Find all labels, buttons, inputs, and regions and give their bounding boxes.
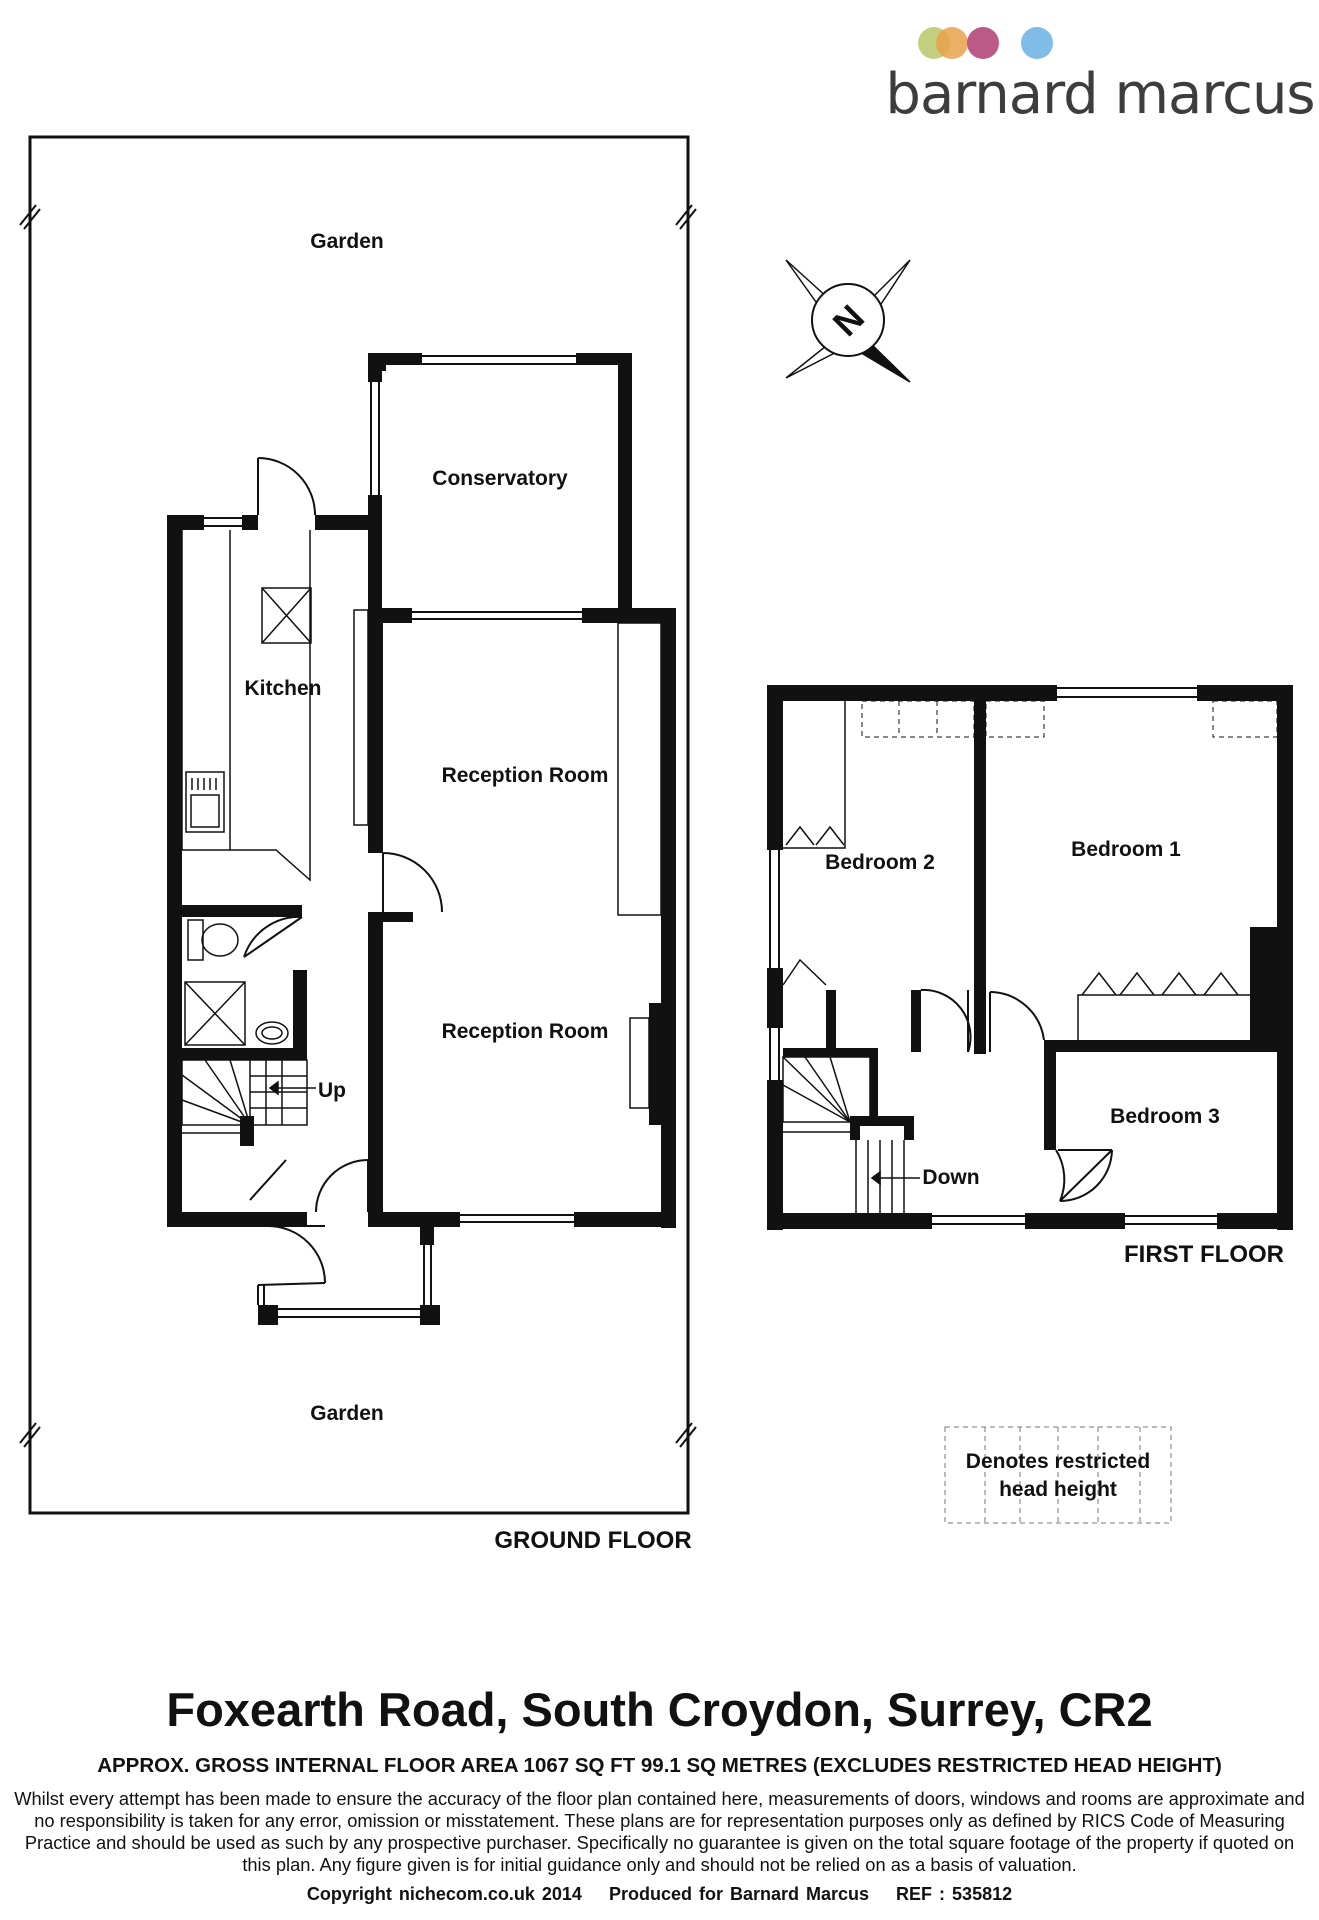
boundary-break-marks	[19, 204, 697, 1448]
produced-by-text: Produced for Barnard Marcus	[608, 1884, 870, 1904]
label-bedroom-3: Bedroom 3	[1110, 1105, 1220, 1128]
label-kitchen: Kitchen	[244, 677, 321, 700]
ground-floor-doors	[243, 457, 443, 1286]
legend: Denotes restricted head height	[944, 1426, 1172, 1524]
legend-text-line-1: Denotes restricted	[966, 1450, 1150, 1473]
label-bedroom-2: Bedroom 2	[825, 851, 935, 874]
label-stairs-up: Up	[318, 1079, 346, 1102]
label-bedroom-1: Bedroom 1	[1071, 838, 1181, 861]
property-title: Foxearth Road, South Croydon, Surrey, CR…	[166, 1683, 1153, 1736]
label-conservatory: Conservatory	[432, 467, 568, 490]
compass-ring	[811, 283, 885, 357]
first-floor-doors	[920, 988, 1113, 1202]
label-stairs-down: Down	[922, 1166, 979, 1189]
label-first-floor: FIRST FLOOR	[1124, 1241, 1284, 1268]
reference-text: REF : 535812	[896, 1884, 1013, 1904]
brand-logo: barnard marcus	[885, 27, 1316, 127]
floor-plan: barnard marcus	[19, 27, 1316, 1554]
ground-floor-windows	[169, 355, 582, 1318]
sink-drainer	[191, 778, 217, 790]
label-ground-floor: GROUND FLOOR	[494, 1527, 691, 1554]
label-reception-upper: Reception Room	[442, 764, 609, 787]
brand-dot-3	[967, 27, 999, 59]
copyright-text: Copyright nichecom.co.uk 2014	[306, 1884, 582, 1904]
first-floor-plan: Bedroom 2 Bedroom 1 Bedroom 3 Down FIRST…	[767, 685, 1293, 1268]
label-garden-top: Garden	[310, 230, 384, 253]
legend-restricted-swatch	[944, 1426, 1172, 1524]
disclaimer-text: Whilst every attempt has been made to en…	[14, 1788, 1305, 1875]
label-reception-lower: Reception Room	[442, 1020, 609, 1043]
first-floor-windows	[769, 687, 1217, 1225]
brand-name: barnard marcus	[885, 62, 1314, 127]
legend-text-line-2: head height	[999, 1478, 1117, 1501]
brand-dot-4	[1021, 27, 1053, 59]
label-garden-bottom: Garden	[310, 1402, 384, 1425]
credits-line: Copyright nichecom.co.uk 2014 Produced f…	[0, 1884, 1319, 1905]
first-floor-fixtures	[782, 701, 1250, 1213]
compass: N	[785, 259, 911, 383]
restricted-height-areas	[861, 700, 1278, 738]
brand-dot-2	[936, 27, 968, 59]
ground-floor-walls	[167, 353, 676, 1325]
ground-floor-fixtures	[181, 530, 662, 1134]
first-floor-walls	[767, 685, 1293, 1230]
ground-floor-plan: Garden Conservatory Kitchen Reception Ro…	[19, 135, 697, 1554]
floor-area-summary: APPROX. GROSS INTERNAL FLOOR AREA 1067 S…	[97, 1754, 1222, 1777]
plot-boundary	[28, 135, 690, 1515]
